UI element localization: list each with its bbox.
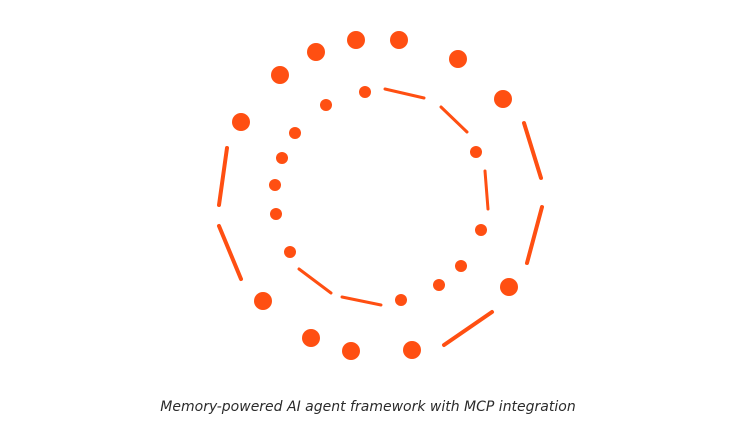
- outer-ring-dash: [525, 205, 544, 265]
- inner-ring-dot: [475, 224, 487, 236]
- outer-ring-dot: [232, 113, 250, 131]
- outer-ring-dot: [403, 341, 421, 359]
- outer-ring-dash: [217, 224, 243, 281]
- outer-ring-dot: [302, 329, 320, 347]
- outer-ring-dot: [500, 278, 518, 296]
- inner-ring-dot: [395, 294, 407, 306]
- inner-ring-dash: [439, 105, 469, 134]
- inner-ring-dot: [284, 246, 296, 258]
- inner-ring-dot: [359, 86, 371, 98]
- outer-ring-dash: [522, 121, 543, 180]
- inner-ring-dot: [270, 208, 282, 220]
- inner-ring-dot: [455, 260, 467, 272]
- figure-caption: Memory-powered AI agent framework with M…: [160, 399, 576, 415]
- inner-ring-dot: [276, 152, 288, 164]
- outer-ring: [217, 31, 544, 360]
- outer-ring-dash: [442, 310, 494, 347]
- outer-ring-dot: [307, 43, 325, 61]
- inner-ring: [269, 86, 490, 307]
- outer-ring-dot: [494, 90, 512, 108]
- inner-ring-dash: [297, 267, 333, 295]
- inner-ring-dash: [383, 87, 426, 100]
- outer-ring-dot: [347, 31, 365, 49]
- outer-ring-dot: [390, 31, 408, 49]
- inner-ring-dot: [433, 279, 445, 291]
- inner-ring-dot: [269, 179, 281, 191]
- inner-ring-dot: [289, 127, 301, 139]
- outer-ring-dot: [449, 50, 467, 68]
- inner-ring-dot: [470, 146, 482, 158]
- inner-ring-dot: [320, 99, 332, 111]
- inner-ring-dash: [483, 169, 490, 211]
- dotted-rings-logo: [217, 31, 544, 360]
- inner-ring-dash: [340, 295, 383, 307]
- outer-ring-dot: [271, 66, 289, 84]
- outer-ring-dash: [217, 146, 229, 207]
- outer-ring-dot: [254, 292, 272, 310]
- outer-ring-dot: [342, 342, 360, 360]
